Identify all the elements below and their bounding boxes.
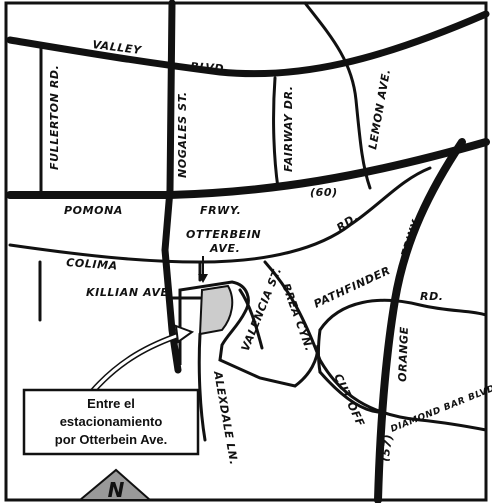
lemon-ave bbox=[303, 1, 372, 190]
campus-boundary bbox=[178, 280, 320, 388]
fairway-dr bbox=[272, 76, 280, 190]
label-route-60: (60) bbox=[310, 186, 338, 199]
pathfinder-rd bbox=[318, 298, 488, 332]
parking-lot bbox=[198, 284, 234, 336]
label-pomona: POMONA bbox=[64, 204, 123, 217]
label-otterbein-ave: AVE. bbox=[209, 242, 240, 255]
callout-arrow-inner bbox=[90, 332, 183, 393]
orange-frwy bbox=[374, 138, 466, 503]
callout-line3: por Otterbein Ave. bbox=[55, 432, 167, 447]
alexdale-ln bbox=[197, 332, 207, 442]
label-nogales: NOGALES ST. bbox=[176, 91, 189, 178]
pomona-frwy bbox=[6, 138, 490, 199]
label-pathfinder: PATHFINDER bbox=[312, 264, 393, 311]
valencia-st bbox=[238, 288, 264, 350]
colima-rd bbox=[8, 166, 432, 264]
label-brea: BREA CYN. bbox=[279, 282, 316, 354]
label-blvd: BLVD. bbox=[190, 60, 230, 76]
otterbein-pointer-head bbox=[198, 274, 208, 283]
north-label: N bbox=[108, 478, 125, 502]
label-otterbein: OTTERBEIN bbox=[186, 228, 261, 241]
label-frwy-orange: FRWY. bbox=[398, 215, 423, 258]
label-cutoff: CUT OFF bbox=[331, 372, 367, 429]
label-pathfinder-rd: RD. bbox=[420, 290, 444, 303]
north-arrow-icon bbox=[77, 468, 153, 501]
cut-off bbox=[318, 370, 380, 414]
brea-cyn bbox=[263, 260, 488, 432]
valley-blvd bbox=[6, 10, 490, 78]
label-valley: VALLEY bbox=[92, 38, 143, 57]
callout-arrowhead bbox=[174, 324, 195, 344]
label-killian: KILLIAN AVE. bbox=[86, 286, 173, 299]
label-frwy-pomona: FRWY. bbox=[200, 204, 241, 217]
label-alexdale: ALEXDALE LN. bbox=[211, 369, 240, 466]
callout-arrow-outer bbox=[89, 331, 183, 394]
pathfinder-link bbox=[317, 328, 322, 374]
callout-box bbox=[22, 388, 200, 456]
callout-line1: Entre el bbox=[87, 396, 135, 411]
label-orange: ORANGE bbox=[396, 326, 411, 382]
label-fairway: FAIRWAY DR. bbox=[282, 85, 295, 172]
callout-line2: estacionamiento bbox=[60, 414, 163, 429]
label-lemon: LEMON AVE. bbox=[366, 68, 393, 151]
map-frame bbox=[4, 1, 488, 502]
label-rd: RD. bbox=[334, 210, 361, 234]
label-route-57: (57) bbox=[378, 433, 396, 463]
label-colima: COLIMA bbox=[66, 256, 118, 273]
label-fullerton: FULLERTON RD. bbox=[48, 65, 61, 170]
nogales-st bbox=[161, 0, 182, 374]
